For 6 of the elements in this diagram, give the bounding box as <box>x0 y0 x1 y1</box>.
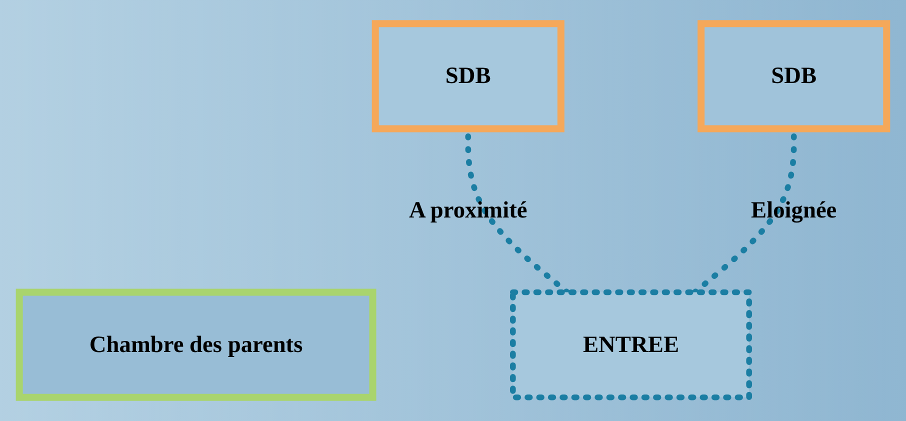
node-box: SDB <box>698 20 890 132</box>
node-box: SDB <box>372 20 564 132</box>
edge-label: Eloignée <box>751 198 837 224</box>
node-box: Chambre des parents <box>16 288 376 401</box>
node-box: ENTREE <box>510 289 752 400</box>
edge-label: A proximité <box>408 198 528 224</box>
